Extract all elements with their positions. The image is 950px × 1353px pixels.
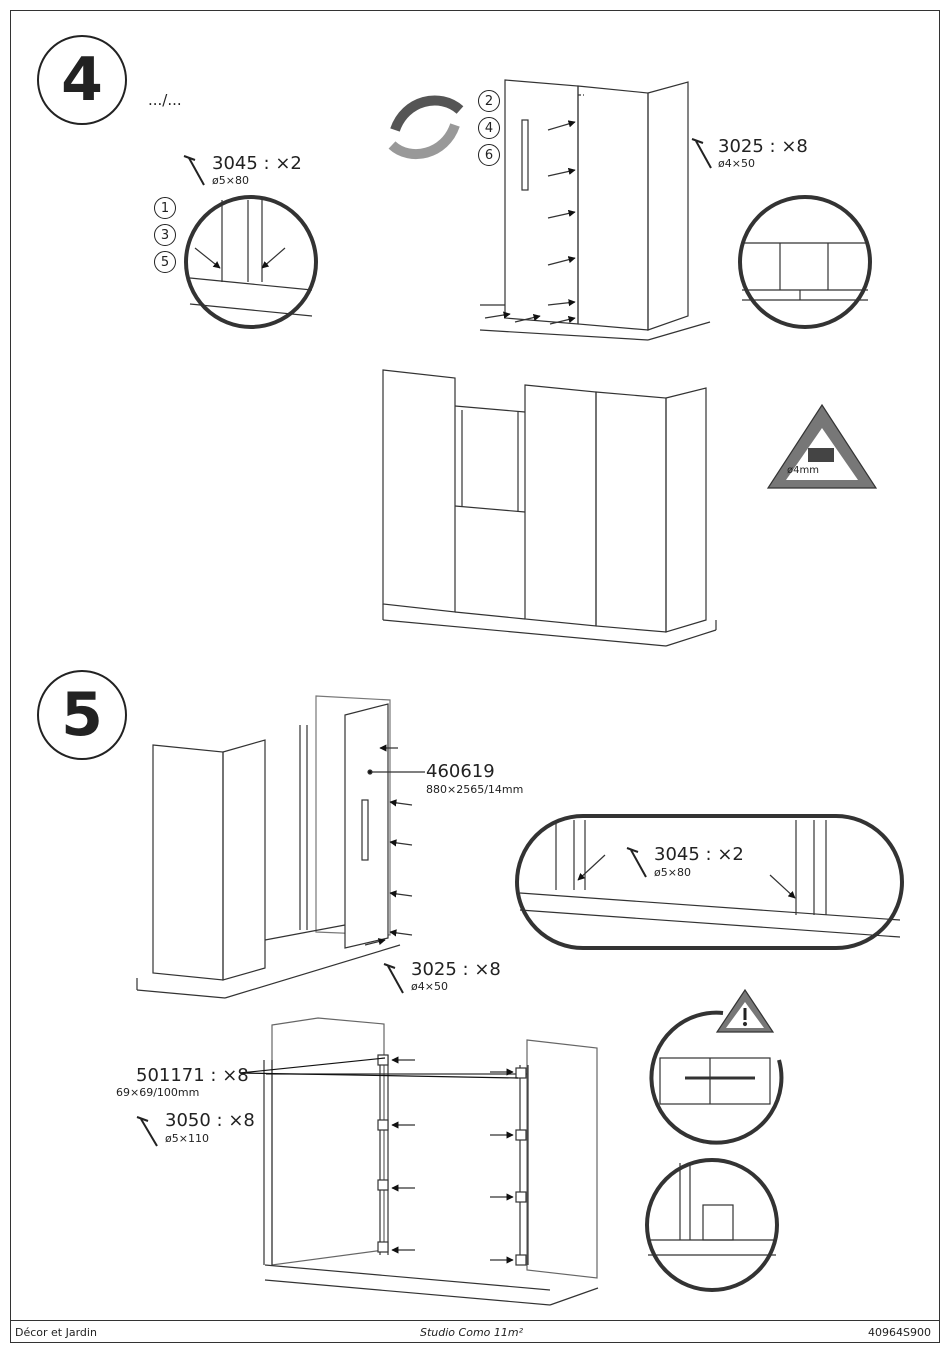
screw-dimension-label: ø5×110 <box>165 1133 209 1144</box>
order-badge: 1 <box>154 197 176 219</box>
screw-code-label: 3045 : ×2 <box>212 155 302 173</box>
screw-code-label: 3025 : ×8 <box>718 138 808 156</box>
panel-dimension-label: 880×2565/14mm <box>426 784 523 795</box>
bracket-dimension-label: 69×69/100mm <box>116 1087 199 1098</box>
step4-assembled-wardrobe <box>383 370 716 646</box>
order-badge: 4 <box>478 117 500 139</box>
order-badge: 5 <box>154 251 176 273</box>
continuation-label: .../... <box>148 93 182 108</box>
step4-detail-circle-right <box>740 197 870 327</box>
panel-code-label: 460619 <box>426 763 495 781</box>
step4-detail-circle-left <box>186 197 316 327</box>
attention-warning-icon <box>717 990 773 1032</box>
footer-brand: Décor et Jardin <box>15 1326 97 1339</box>
screw-code-label: 3045 : ×2 <box>654 846 744 864</box>
screw-code-label: 3025 : ×8 <box>411 961 501 979</box>
screw-dimension-label: ø5×80 <box>212 175 249 186</box>
rotate-icon <box>392 100 460 154</box>
order-badge: 6 <box>478 144 500 166</box>
step4-top-assembly <box>480 80 710 340</box>
step5-assembly-top <box>137 696 425 998</box>
screw-code-label: 3050 : ×8 <box>165 1112 255 1130</box>
screw-dimension-label: ø4×50 <box>718 158 755 169</box>
step-4-number: 4 <box>37 35 127 125</box>
footer-product: Studio Como 11m² <box>420 1326 523 1339</box>
drill-size-label: ø4mm <box>787 466 819 476</box>
bracket-code-label: 501171 : ×8 <box>136 1067 249 1085</box>
step5-assembly-bottom <box>264 1018 598 1305</box>
screw-dimension-label: ø4×50 <box>411 981 448 992</box>
drill-warning-icon <box>768 405 876 488</box>
step5-pill-detail <box>517 816 902 948</box>
order-badge: 3 <box>154 224 176 246</box>
bracket-detail-circle-bottom <box>647 1160 777 1290</box>
step-5-number: 5 <box>37 670 127 760</box>
order-badge: 2 <box>478 90 500 112</box>
footer-reference: 40964S900 <box>868 1326 931 1339</box>
screw-dimension-label: ø5×80 <box>654 867 691 878</box>
